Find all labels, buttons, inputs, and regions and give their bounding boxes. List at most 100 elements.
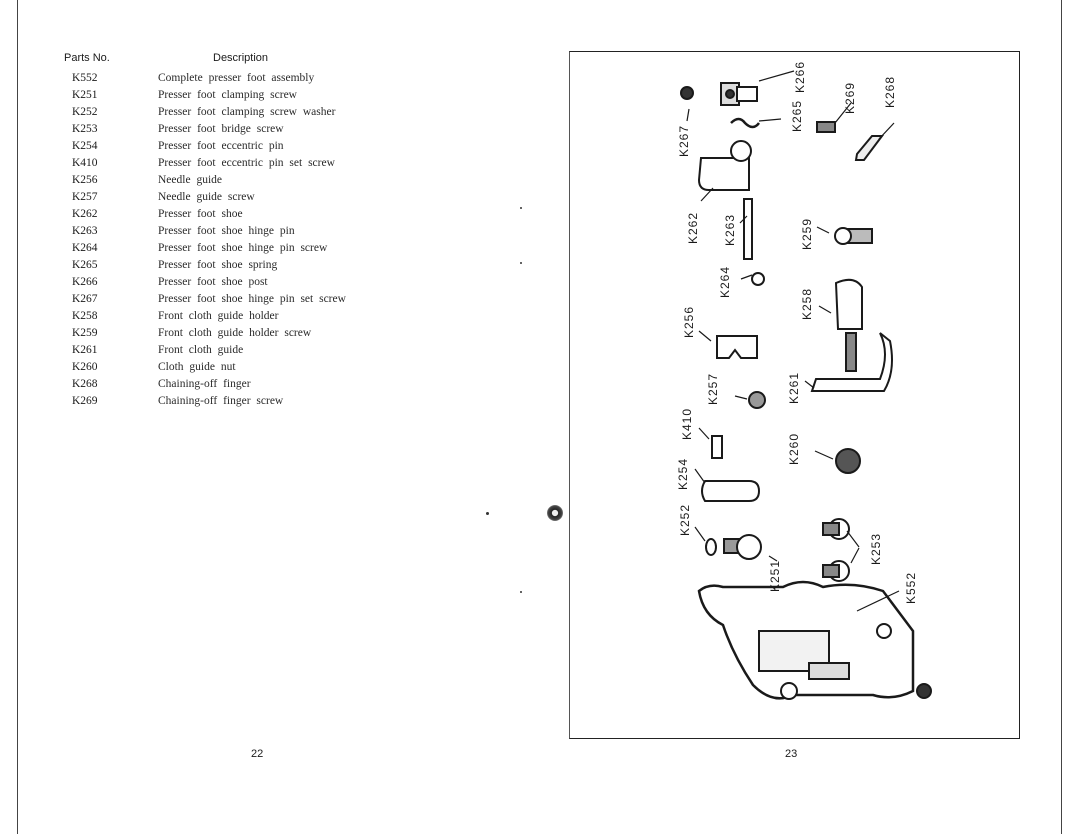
clamping-washer-part [705, 538, 717, 556]
table-row: K257 Needle guide screw [56, 191, 456, 208]
part-description: Presser foot shoe hinge pin set screw [158, 293, 346, 305]
page-number-left: 22 [251, 748, 264, 760]
table-row: K264 Presser foot shoe hinge pin screw [56, 242, 456, 259]
hinge-pin-screw-part [751, 272, 765, 286]
table-row: K261 Front cloth guide [56, 344, 456, 361]
part-number: K252 [72, 106, 98, 118]
parts-no-header: Parts No. [64, 52, 110, 64]
needle-guide-screw-part [748, 391, 766, 409]
spring-part [730, 117, 760, 129]
part-number: K266 [72, 276, 98, 288]
scan-speck [520, 262, 522, 264]
part-number: K410 [72, 157, 98, 169]
label-k269: K269 [843, 81, 857, 114]
part-description: Needle guide [158, 174, 222, 186]
part-number: K262 [72, 208, 98, 220]
part-description: Presser foot clamping screw [158, 89, 297, 101]
part-description: Needle guide screw [158, 191, 255, 203]
table-header: Parts No. Description [56, 50, 456, 70]
label-k410: K410 [680, 407, 694, 440]
table-row: K251 Presser foot clamping screw [56, 89, 456, 106]
part-description: Presser foot bridge screw [158, 123, 284, 135]
part-number: K265 [72, 259, 98, 271]
eccentric-set-screw-part [711, 435, 723, 459]
part-description: Presser foot clamping screw washer [158, 106, 336, 118]
part-number: K260 [72, 361, 98, 373]
page-edge-right [1061, 0, 1062, 834]
label-k268: K268 [883, 75, 897, 108]
binding-hole [547, 505, 563, 521]
description-header: Description [213, 52, 269, 64]
part-description: Presser foot eccentric pin set screw [158, 157, 335, 169]
part-number: K552 [72, 72, 98, 84]
part-description: Presser foot shoe hinge pin [158, 225, 295, 237]
eccentric-pin-part [701, 480, 761, 502]
set-screw-part [680, 86, 694, 100]
table-row: K263 Presser foot shoe hinge pin [56, 225, 456, 242]
part-number: K251 [72, 89, 98, 101]
scan-speck [486, 512, 489, 515]
table-row: K259 Front cloth guide holder screw [56, 327, 456, 344]
part-number: K253 [72, 123, 98, 135]
chaining-finger-part [854, 135, 884, 161]
part-description: Presser foot shoe hinge pin screw [158, 242, 328, 254]
page-number-right: 23 [785, 748, 798, 760]
table-row: K260 Cloth guide nut [56, 361, 456, 378]
label-k266: K266 [793, 60, 807, 93]
label-k256: K256 [682, 305, 696, 338]
front-cloth-guide-part [810, 332, 893, 392]
hinge-pin-part [743, 198, 753, 260]
table-row: K265 Presser foot shoe spring [56, 259, 456, 276]
part-description: Front cloth guide holder screw [158, 327, 312, 339]
label-k260: K260 [787, 432, 801, 465]
part-number: K256 [72, 174, 98, 186]
table-row: K256 Needle guide [56, 174, 456, 191]
part-number: K264 [72, 242, 98, 254]
label-k265: K265 [790, 99, 804, 132]
part-description: Front cloth guide holder [158, 310, 279, 322]
table-row: K262 Presser foot shoe [56, 208, 456, 225]
table-row: K267 Presser foot shoe hinge pin set scre… [56, 293, 456, 310]
part-number: K257 [72, 191, 98, 203]
part-number: K258 [72, 310, 98, 322]
part-description: Presser foot shoe post [158, 276, 268, 288]
label-k267: K267 [677, 124, 691, 157]
part-description: Presser foot shoe [158, 208, 243, 220]
table-row: K258 Front cloth guide holder [56, 310, 456, 327]
table-row: K266 Presser foot shoe post [56, 276, 456, 293]
part-description: Presser foot shoe spring [158, 259, 278, 271]
part-description: Front cloth guide [158, 344, 244, 356]
needle-guide-part [716, 335, 758, 359]
label-k261: K261 [787, 371, 801, 404]
label-k257: K257 [706, 372, 720, 405]
cloth-guide-nut-part [835, 448, 861, 474]
part-description: Presser foot eccentric pin [158, 140, 284, 152]
part-number: K263 [72, 225, 98, 237]
part-number: K267 [72, 293, 98, 305]
label-k552: K552 [904, 571, 918, 604]
part-number: K261 [72, 344, 98, 356]
label-k252: K252 [678, 503, 692, 536]
scan-speck [520, 207, 522, 209]
exploded-parts-diagram [680, 70, 932, 700]
guide-holder-part [834, 278, 863, 330]
shoe-post-part [720, 82, 758, 106]
label-k251: K251 [768, 559, 782, 592]
part-description: Cloth guide nut [158, 361, 236, 373]
finger-screw-part [816, 121, 836, 133]
part-number: K268 [72, 378, 98, 390]
label-k259: K259 [800, 217, 814, 250]
exploded-diagram-frame [569, 51, 1020, 739]
table-row: K252 Presser foot clamping screw washer [56, 106, 456, 123]
table-row: K410 Presser foot eccentric pin set screw [56, 157, 456, 174]
label-k263: K263 [723, 213, 737, 246]
scan-speck [520, 591, 522, 593]
part-description: Chaining-off finger screw [158, 395, 284, 407]
part-number: K259 [72, 327, 98, 339]
